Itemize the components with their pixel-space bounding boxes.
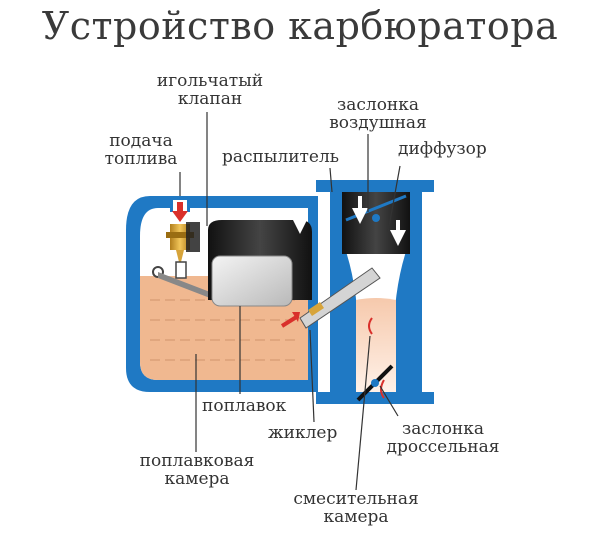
- label-needle-valve: игольчатый клапан: [156, 71, 264, 109]
- needle-valve: [166, 222, 200, 266]
- fuel-inlet: [170, 196, 190, 222]
- label-float: поплавок: [202, 396, 287, 416]
- leader-lines: [179, 112, 401, 491]
- label-mixing-chamber: смесительная камера: [293, 489, 419, 527]
- mixing-chamber-housing: [316, 180, 434, 404]
- label-throttle-damper: заслонка дроссельная: [386, 419, 500, 457]
- float-lever: [152, 261, 210, 298]
- label-fuel-supply: подача топлива: [104, 131, 178, 169]
- label-float-chamber: поплавковая камера: [139, 451, 255, 489]
- air-flow-arrows: [292, 196, 406, 246]
- label-sprayer: распылитель: [222, 147, 340, 167]
- fuel-mixture: [356, 298, 396, 392]
- page-title: Устройство карбюратора: [41, 4, 559, 48]
- float: [208, 220, 312, 307]
- diffuser-wall-left: [342, 240, 359, 392]
- fuel-flow-arrows: [280, 312, 385, 399]
- label-air-damper: заслонка воздушная: [329, 95, 427, 133]
- diffuser-wall-right: [393, 240, 410, 392]
- throttle-damper: [356, 364, 394, 402]
- label-jet: жиклер: [268, 423, 338, 443]
- label-diffuser: диффузор: [398, 139, 487, 159]
- sprayer: [299, 267, 381, 329]
